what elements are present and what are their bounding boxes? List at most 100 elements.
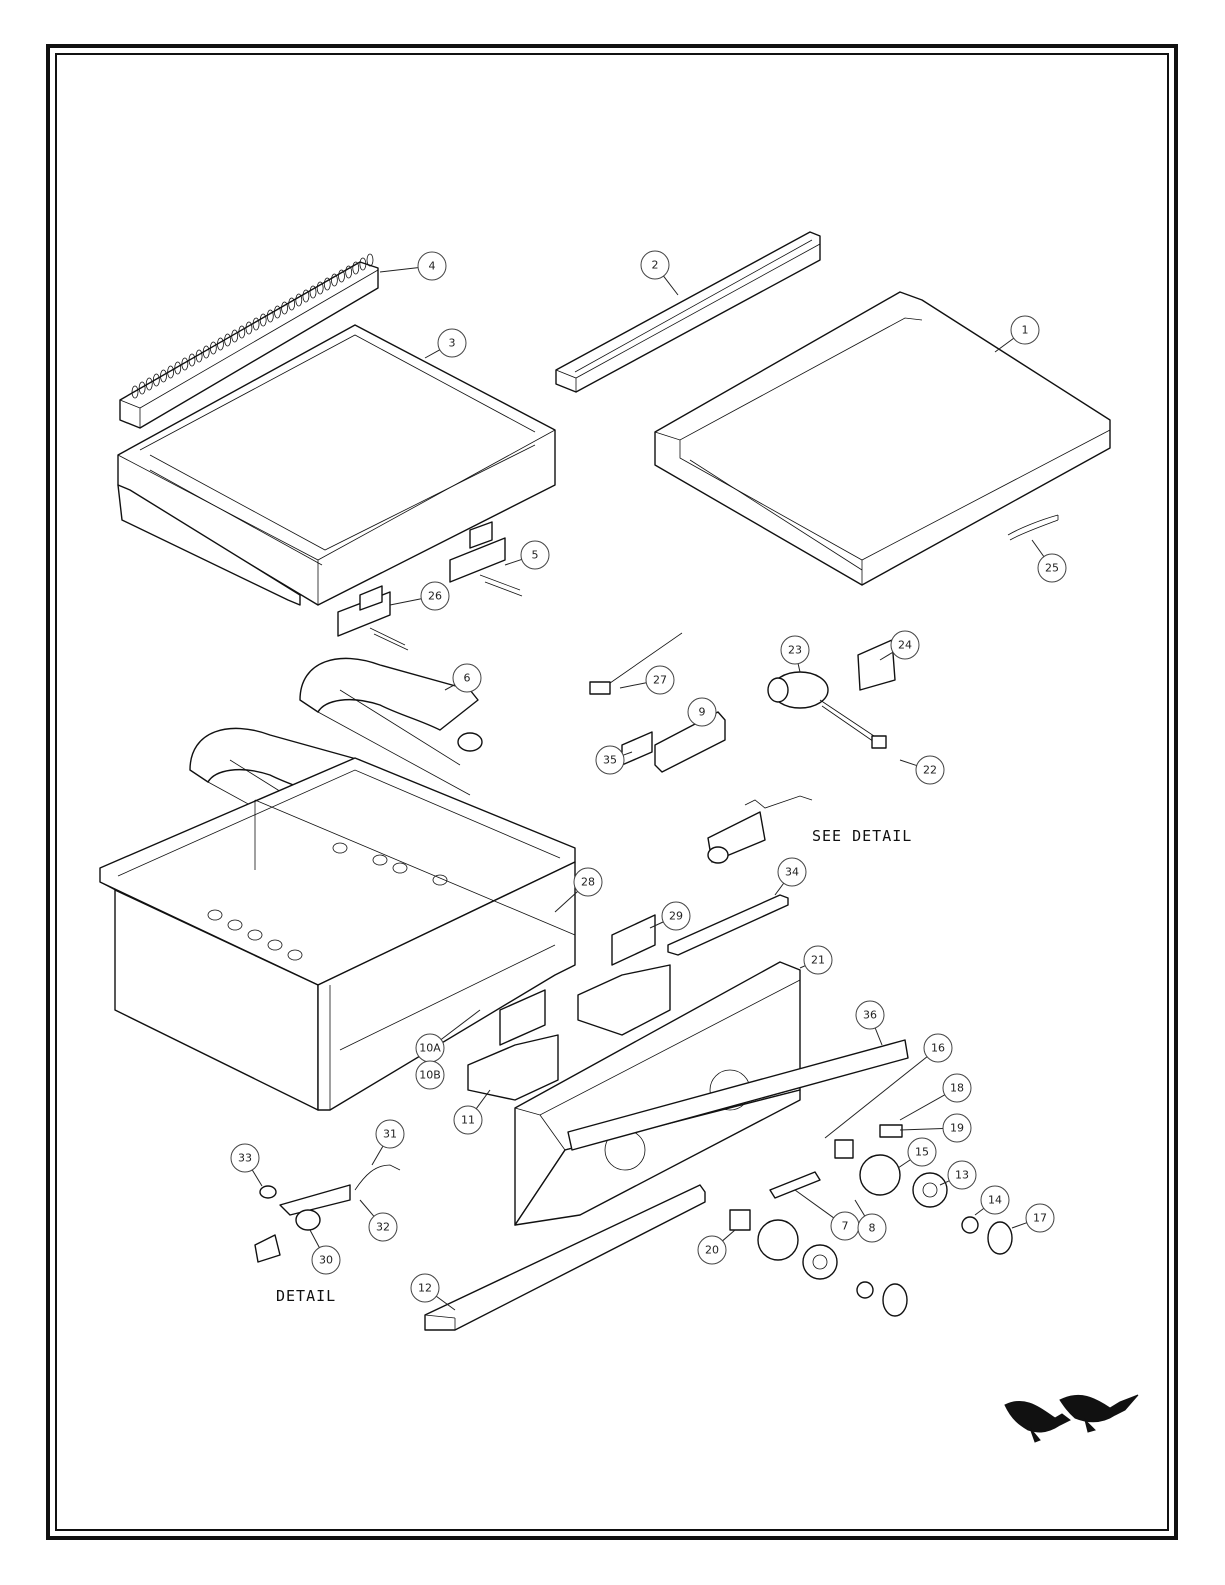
callout-23: 23 — [781, 636, 809, 672]
part-top-cover — [655, 292, 1110, 585]
callout-9: 9 — [688, 698, 716, 726]
leader-line — [875, 1028, 882, 1045]
callout-label: 10B — [419, 1069, 441, 1082]
callout-label: 31 — [383, 1128, 397, 1141]
callout-label: 29 — [669, 910, 683, 923]
callout-label: 13 — [955, 1169, 969, 1182]
callout-label: 34 — [785, 866, 799, 879]
leader-line — [620, 683, 646, 688]
callout-label: 36 — [863, 1009, 877, 1022]
callout-label: 3 — [449, 337, 456, 350]
part-handle-25 — [1008, 515, 1058, 540]
leader-line — [1012, 1223, 1027, 1228]
callout-label: 9 — [699, 706, 706, 719]
see-detail-label: SEE DETAIL — [812, 827, 912, 845]
inner-frame — [56, 54, 1168, 1530]
leader-line — [900, 760, 917, 766]
callout-label: 30 — [319, 1254, 333, 1267]
leader-line — [723, 1230, 735, 1241]
callout-30: 30 — [310, 1230, 340, 1274]
callout-4: 4 — [380, 252, 446, 280]
leader-line — [798, 664, 800, 672]
leader-line — [900, 1095, 945, 1120]
leader-line — [664, 276, 678, 295]
callout-36: 36 — [856, 1001, 884, 1045]
callout-12: 12 — [411, 1274, 455, 1310]
callout-11: 11 — [454, 1090, 490, 1134]
part-fitting-27 — [590, 682, 610, 694]
callout-29: 29 — [650, 902, 690, 930]
callout-26: 26 — [390, 582, 449, 610]
detail-label: DETAIL — [276, 1287, 336, 1305]
callout-5: 5 — [505, 541, 549, 569]
leader-line — [898, 1160, 910, 1168]
callout-label: 15 — [915, 1146, 929, 1159]
callout-25: 25 — [1032, 540, 1066, 582]
callout-31: 31 — [372, 1120, 404, 1165]
callout-label: 33 — [238, 1152, 252, 1165]
callout-label: 4 — [429, 260, 436, 273]
callout-label: 25 — [1045, 562, 1059, 575]
leader-line — [900, 1128, 943, 1130]
callout-label: 8 — [869, 1222, 876, 1235]
leader-line — [995, 338, 1014, 352]
leader-line — [425, 350, 440, 358]
leader-line — [380, 268, 418, 272]
callout-label: 35 — [603, 754, 617, 767]
leader-line — [1032, 540, 1044, 557]
leader-line — [390, 599, 421, 605]
callout-18: 18 — [900, 1074, 971, 1120]
callout-label: 12 — [418, 1282, 432, 1295]
callout-label: 19 — [950, 1122, 964, 1135]
callout-label: 27 — [653, 674, 667, 687]
callout-3: 3 — [425, 329, 466, 358]
eagle-logo — [1005, 1395, 1138, 1442]
callout-32: 32 — [360, 1200, 397, 1241]
callout-14: 14 — [975, 1186, 1009, 1215]
callout-label: 17 — [1033, 1212, 1047, 1225]
callout-10b: 10B — [416, 1061, 444, 1089]
callout-label: 5 — [532, 549, 539, 562]
callout-label: 14 — [988, 1194, 1002, 1207]
leader-line — [372, 1146, 383, 1165]
callout-22: 22 — [900, 756, 944, 784]
callout-19: 19 — [900, 1114, 971, 1142]
callout-7: 7 — [795, 1190, 859, 1240]
callout-label: 18 — [950, 1082, 964, 1095]
callout-label: 16 — [931, 1042, 945, 1055]
callout-2: 2 — [641, 251, 678, 295]
callout-21: 21 — [800, 946, 832, 974]
callout-label: 24 — [898, 639, 912, 652]
leader-line — [505, 559, 522, 565]
leader-line — [795, 1190, 834, 1218]
callout-17: 17 — [1012, 1204, 1054, 1232]
leader-line — [855, 1200, 865, 1216]
callout-label: 32 — [376, 1221, 390, 1234]
callout-label: 22 — [923, 764, 937, 777]
callout-label: 11 — [461, 1114, 475, 1127]
leader-line — [252, 1170, 262, 1186]
callout-label: 2 — [652, 259, 659, 272]
callout-1: 1 — [995, 316, 1039, 352]
callout-label: 26 — [428, 590, 442, 603]
callout-label: 28 — [581, 876, 595, 889]
callout-label: 23 — [788, 644, 802, 657]
callout-label: 7 — [842, 1220, 849, 1233]
leader-line — [800, 966, 805, 968]
outer-frame — [48, 46, 1176, 1538]
callout-label: 6 — [464, 672, 471, 685]
callout-label: 10A — [419, 1042, 441, 1055]
part-see-detail-assembly — [708, 796, 812, 863]
callout-label: 21 — [811, 954, 825, 967]
callout-33: 33 — [231, 1144, 262, 1186]
leader-line — [310, 1230, 319, 1248]
leader-line — [360, 1200, 374, 1216]
callout-20: 20 — [698, 1230, 735, 1264]
callout-label: 20 — [705, 1244, 719, 1257]
callout-label: 1 — [1022, 324, 1029, 337]
callout-8: 8 — [855, 1200, 886, 1242]
callout-34: 34 — [775, 858, 806, 895]
callout-15: 15 — [898, 1138, 936, 1168]
leader-line — [775, 883, 784, 895]
